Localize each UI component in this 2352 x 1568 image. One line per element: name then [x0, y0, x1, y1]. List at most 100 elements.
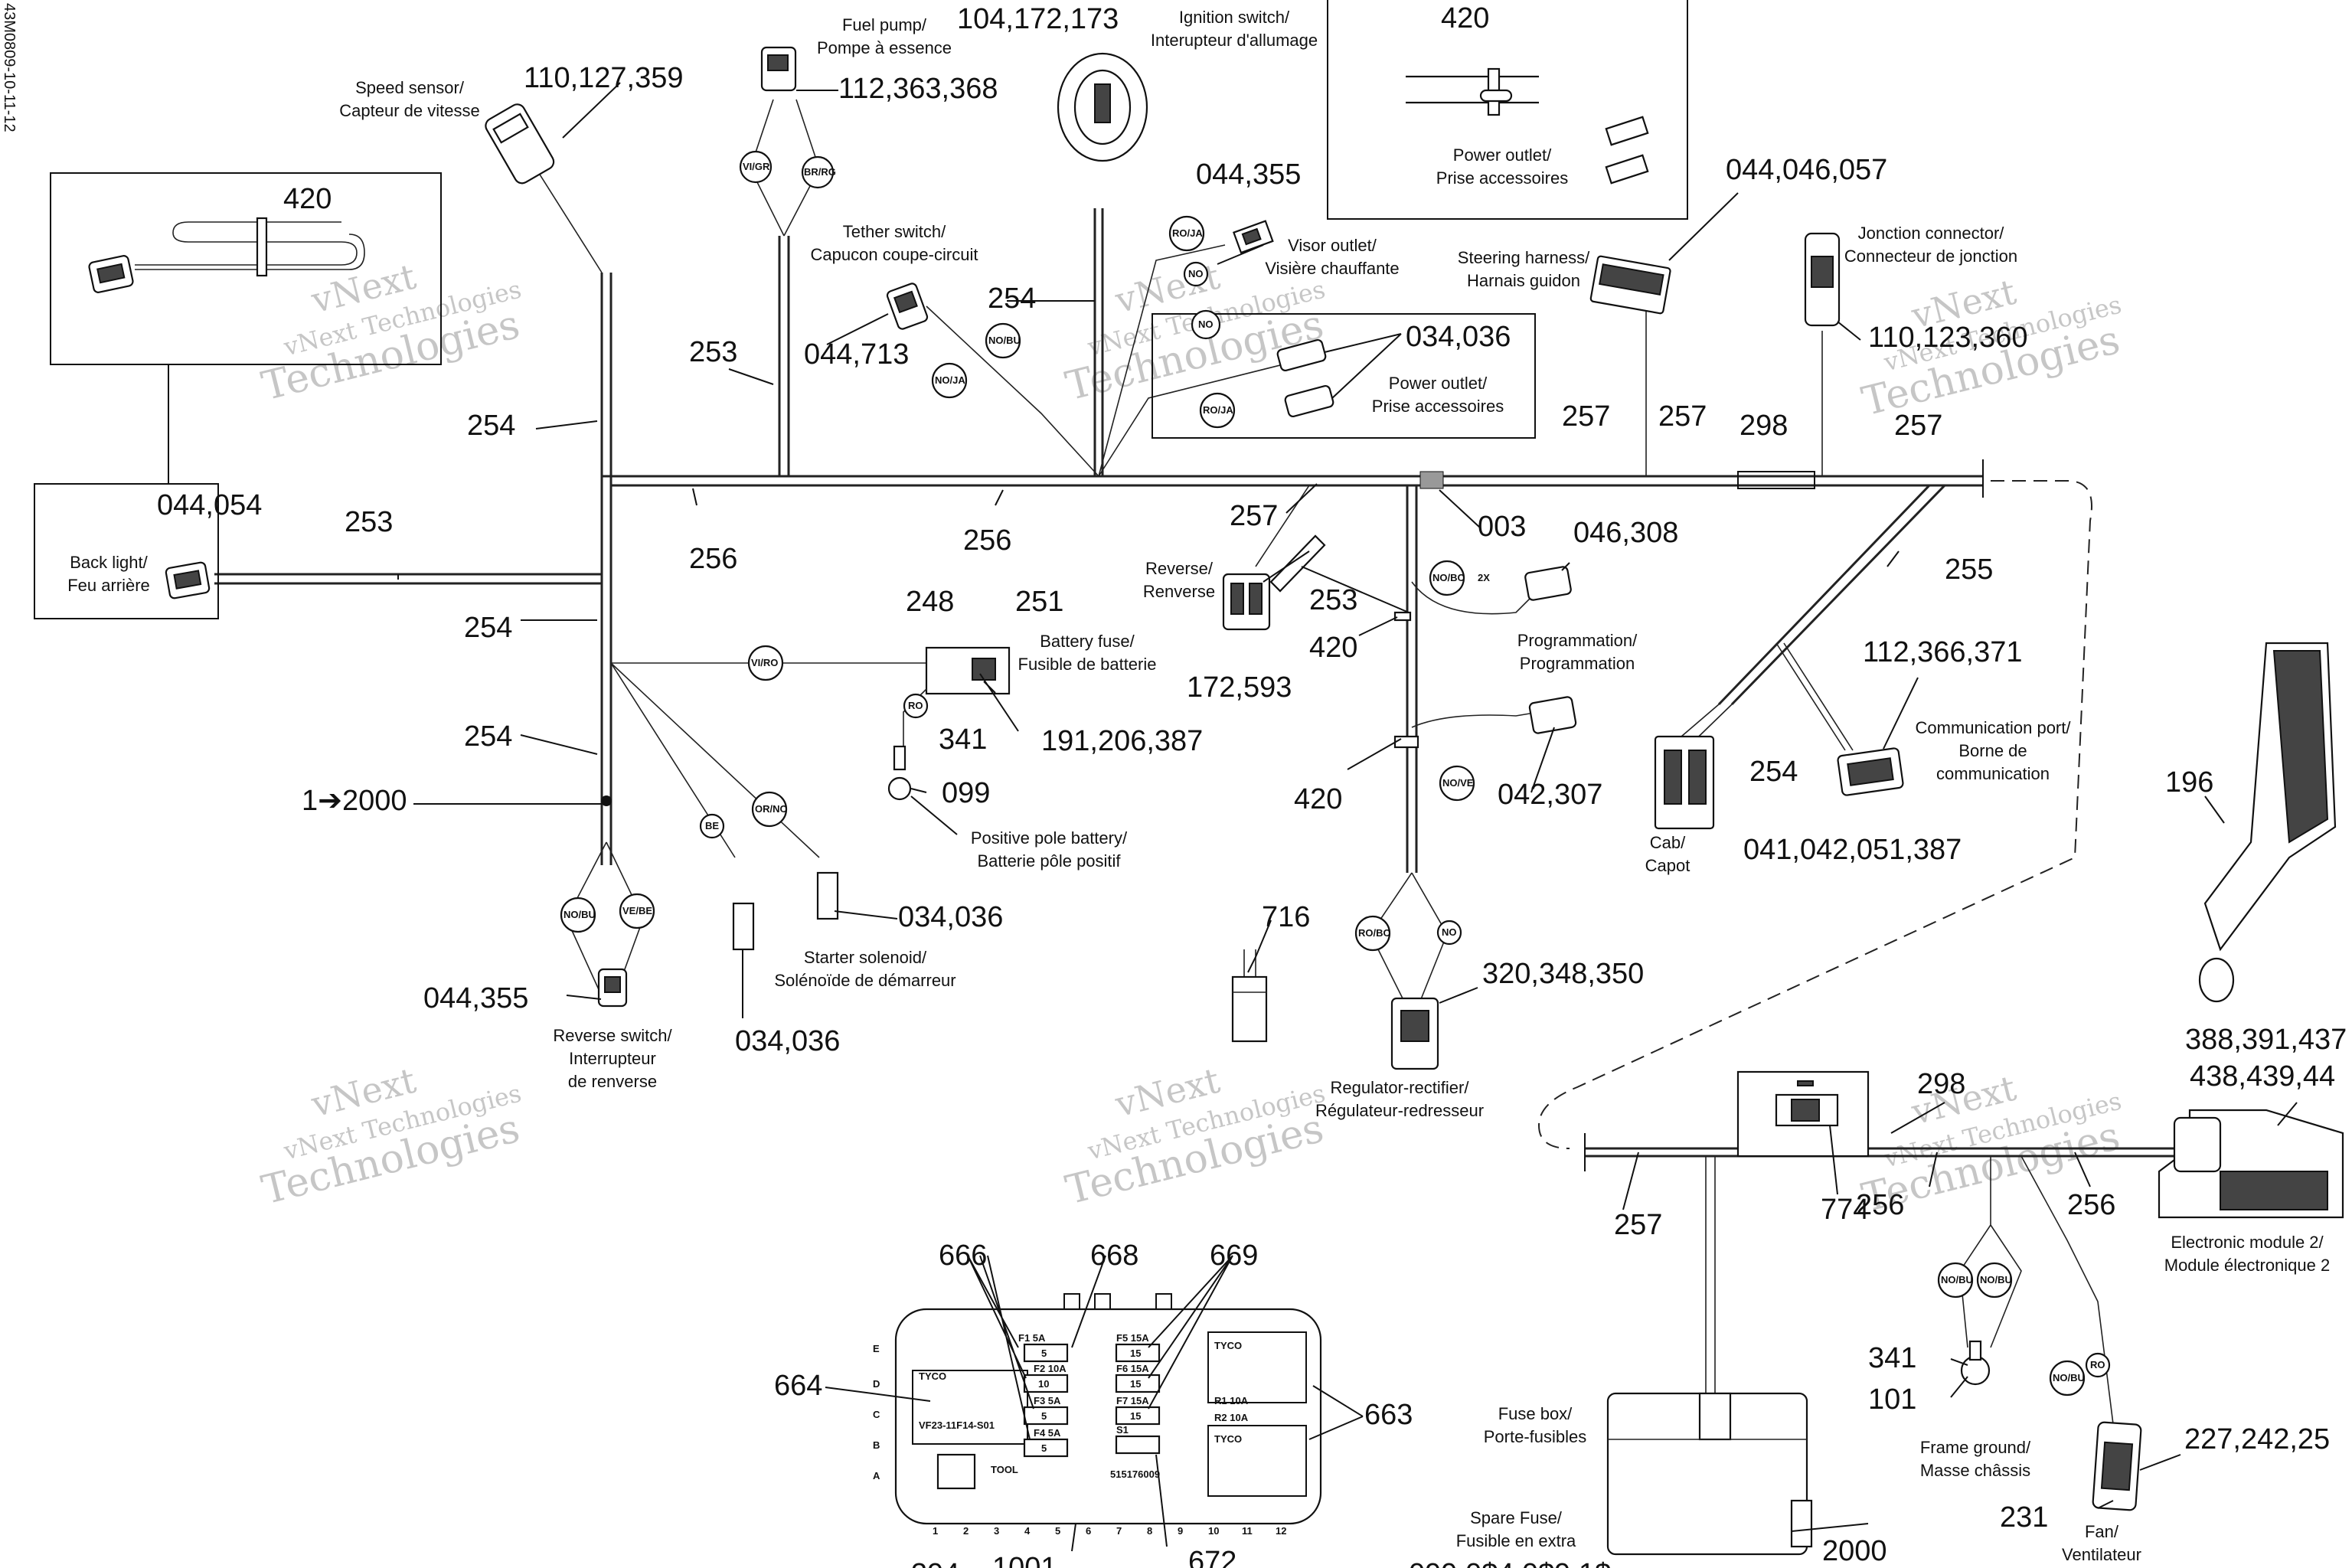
ref-steering: 044,046,057	[1726, 154, 1887, 186]
caption-cab: Cab/Capot	[1645, 833, 1690, 875]
ref-196: 196	[2165, 766, 2213, 799]
svg-text:Régulateur-redresseur: Régulateur-redresseur	[1315, 1101, 1484, 1120]
svg-text:communication: communication	[1936, 764, 2050, 783]
svg-text:Starter solenoid/: Starter solenoid/	[804, 948, 927, 967]
components	[88, 46, 2344, 1556]
wire-color: RO/BC	[1358, 927, 1391, 939]
junction-connector-icon	[1804, 232, 1841, 327]
col-number: 8	[1147, 1525, 1152, 1537]
ref-reverse: 172,593	[1187, 671, 1292, 704]
wire-color: NO	[1442, 926, 1457, 938]
svg-text:Communication port/: Communication port/	[1916, 718, 2072, 737]
ref-visor: 044,355	[1196, 158, 1301, 191]
fuse-box-notches	[1063, 1293, 1172, 1309]
svg-text:Battery fuse/: Battery fuse/	[1040, 632, 1135, 651]
caption-fan: Fan/Ventilateur	[2062, 1522, 2141, 1564]
wire-color: BR/RG	[804, 166, 836, 178]
fuel-pump-icon	[760, 46, 797, 92]
svg-text:Cab/: Cab/	[1650, 833, 1686, 852]
svg-text:Speed sensor/: Speed sensor/	[355, 78, 465, 97]
col-number: 10	[1208, 1525, 1219, 1537]
svg-text:Programmation/: Programmation/	[1517, 631, 1638, 650]
tether-switch-icon	[886, 283, 929, 330]
ref-254: 254	[988, 283, 1036, 315]
ref-101: 101	[1868, 1383, 1916, 1416]
caption-spare-fuse: Spare Fuse/Fusible en extra	[1456, 1508, 1576, 1550]
svg-text:Electronic module 2/: Electronic module 2/	[2171, 1233, 2324, 1252]
reference-numbers: 110,127,359 104,172,173 112,363,368 420 …	[157, 2, 2347, 1568]
ref-231: 231	[2000, 1501, 2048, 1534]
reverse-sleeve	[1269, 534, 1326, 593]
ref-663: 663	[1364, 1399, 1413, 1431]
relay-top	[1207, 1331, 1307, 1403]
wire-color: VE/BE	[622, 905, 652, 916]
svg-text:Visière chauffante: Visière chauffante	[1265, 259, 1399, 278]
reverse-connector-icon	[1222, 573, 1271, 631]
fuse-label: F1 5A	[1018, 1332, 1046, 1344]
svg-text:Positive pole battery/: Positive pole battery/	[971, 828, 1128, 848]
battery-fuse-icon	[925, 646, 1011, 695]
visor-outlet-icon	[1233, 220, 1274, 254]
fuse-holder-774-icon	[1736, 1070, 1870, 1158]
fuse-slot	[1115, 1374, 1161, 1393]
wire-color: NO/BU	[1980, 1274, 2012, 1285]
fuse-label: F3 5A	[1034, 1395, 1061, 1406]
ref-420: 420	[1309, 632, 1357, 664]
svg-text:Masse châssis: Masse châssis	[1920, 1461, 2030, 1480]
svg-text:Porte-fusibles: Porte-fusibles	[1484, 1427, 1587, 1446]
caption-regulator: Regulator-rectifier/Régulateur-redresseu…	[1315, 1078, 1484, 1120]
wire-color: RO	[908, 700, 923, 711]
ref-254: 254	[464, 612, 512, 644]
fuse-box-brand: TYCO	[919, 1370, 946, 1382]
ref-starter-b: 034,036	[735, 1025, 840, 1057]
relay-bottom	[1207, 1425, 1307, 1497]
caption-back-light: Back light/Feu arrière	[67, 553, 150, 595]
svg-text:Interupteur d'allumage: Interupteur d'allumage	[1151, 31, 1318, 50]
pole-terminal-icon	[893, 745, 906, 771]
caption-fuse-box: Fuse box/Porte-fusibles	[1484, 1404, 1587, 1446]
wire-color: NO	[1198, 318, 1214, 330]
fuse-box-part-no: VF23-11F14-S01	[919, 1419, 995, 1431]
row-letter: B	[873, 1439, 880, 1451]
row-letter: C	[873, 1409, 880, 1420]
ref-255: 255	[1945, 554, 1993, 586]
ref-256: 256	[2067, 1189, 2115, 1221]
ref-003: 003	[1478, 511, 1526, 543]
frame-ground-terminal-icon	[1968, 1340, 1982, 1361]
caption-power-outlet-top: Power outlet/Prise accessoires	[1436, 145, 1568, 188]
fuse-slot	[1115, 1343, 1161, 1363]
svg-text:Steering harness/: Steering harness/	[1458, 248, 1590, 267]
ref-298: 298	[1917, 1068, 1965, 1100]
col-number: 2	[963, 1525, 969, 1537]
fuse-slot	[1115, 1406, 1161, 1426]
clip-420-b	[1393, 735, 1419, 749]
electronic-module-icon	[2158, 1109, 2344, 1219]
leader-lines	[397, 82, 2298, 1552]
wire-color: RO	[2090, 1359, 2105, 1370]
ref-2000: 2000	[1822, 1535, 1887, 1567]
ref-ignition: 104,172,173	[957, 3, 1119, 35]
back-light-icon	[165, 561, 211, 599]
ref-cab: 041,042,051,387	[1743, 834, 1962, 866]
branch-255	[1717, 484, 1946, 706]
part-716-wires	[1243, 949, 1256, 980]
row-letter: E	[873, 1343, 880, 1354]
fuse-value: 15	[1130, 1348, 1141, 1359]
svg-text:Prise accessoires: Prise accessoires	[1436, 168, 1568, 188]
ref-254: 254	[467, 410, 515, 442]
svg-text:Ventilateur: Ventilateur	[2062, 1545, 2141, 1564]
wire-color: RO/JA	[1203, 404, 1233, 416]
ref-box-420: 420	[283, 183, 332, 215]
ref-1-2000: 1➔2000	[302, 785, 407, 817]
svg-text:Ignition switch/: Ignition switch/	[1179, 8, 1290, 27]
branch-regulator	[1406, 485, 1418, 873]
svg-text:Regulator-rectifier/: Regulator-rectifier/	[1331, 1078, 1470, 1097]
caption-starter: Starter solenoid/Solénoïde de démarreur	[774, 948, 956, 990]
ref-256: 256	[689, 543, 737, 575]
svg-text:Capot: Capot	[1645, 856, 1690, 875]
ref-spare: 099,0$4,0$9,1$	[1409, 1558, 1611, 1568]
inset-box-power-outlet	[1327, 0, 1688, 220]
starter-terminal-a-icon	[732, 902, 755, 951]
speed-sensor-icon	[485, 103, 555, 185]
